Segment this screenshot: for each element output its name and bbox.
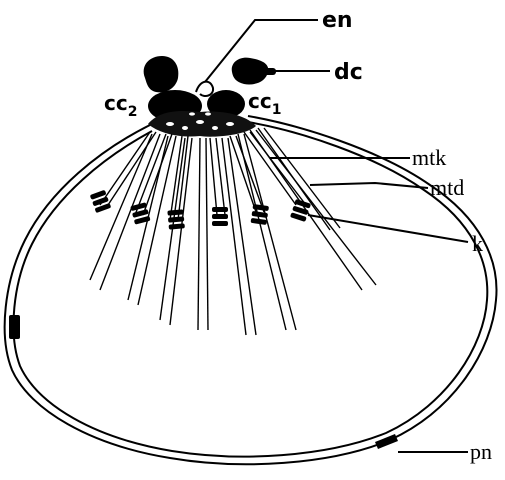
label-pn: pn — [470, 439, 492, 464]
nucleation-region — [148, 111, 256, 137]
label-k: k — [472, 231, 483, 256]
kinetochores — [90, 190, 311, 230]
label-cc1: cc1 — [248, 89, 281, 118]
microtubule-fan — [90, 128, 376, 335]
dense-bodies — [144, 56, 276, 92]
label-en: en — [322, 8, 353, 33]
label-cc2-sub: 2 — [128, 104, 138, 120]
leader-mtd — [310, 183, 428, 188]
membrane-patches — [9, 315, 398, 449]
label-mtd: mtd — [430, 175, 464, 200]
label-cc1-sub: 1 — [272, 102, 282, 118]
label-cc2: cc2 — [104, 91, 137, 120]
label-dc: dc — [334, 60, 363, 85]
label-mtk: mtk — [412, 145, 446, 170]
label-cc1-base: cc — [248, 89, 272, 113]
label-cc2-base: cc — [104, 91, 128, 115]
en-loop — [196, 82, 213, 96]
